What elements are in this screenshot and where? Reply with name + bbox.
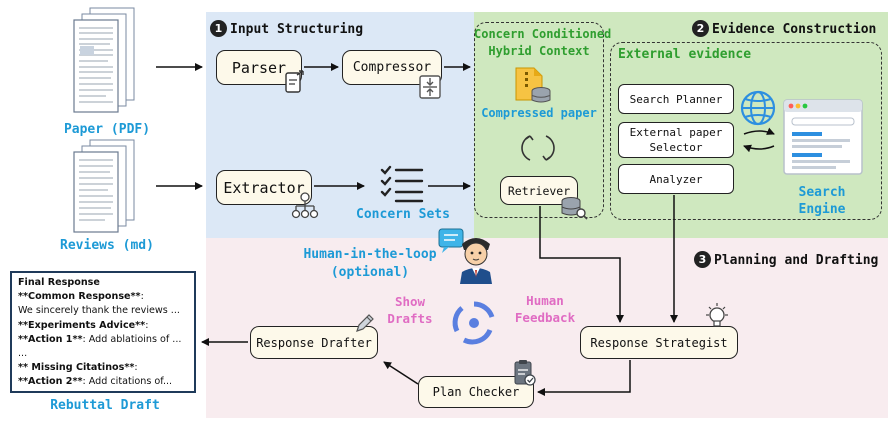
arrow-checker-to-drafter [383,361,419,385]
rebuttal-draft-label: Rebuttal Draft [50,398,160,413]
reviews-md-label: Reviews (md) [60,238,154,253]
hierarchy-icon [291,192,319,219]
clipboard-check-icon [514,360,536,386]
human-avatar-icon [438,228,492,284]
extractor-box: Extractor [216,170,312,205]
feedback-cycle-icon [452,301,495,345]
parser-box: Parser [216,50,302,85]
compressed-file-icon [515,67,551,103]
response-drafter-box: Response Drafter [250,326,378,359]
step-number-1: 1 [210,20,227,37]
pencil-icon [356,314,374,332]
final-response-line: **Action 2**: Add citations of... [18,376,173,388]
hybrid-context-title: Concern Conditioned Hybrid Context [474,27,612,58]
final-response-line: We sincerely thank the reviews ... [18,305,180,317]
final-response-line: **Experiments Advice**: [18,319,149,331]
final-response-line: **Common Response**: [18,291,144,303]
final-response-title: Final Response [18,277,100,288]
analyzer-box: Analyzer [618,164,734,194]
arrow-retriever-to-strategist [539,206,624,323]
external-evidence-container [610,42,882,220]
show-drafts-label: Show Drafts [387,294,433,326]
cycle-arrows-icon [521,135,555,161]
step-number-2: 2 [692,20,709,37]
arrow-engine-to-selector [743,144,775,153]
external-paper-selector-box: External paper Selector [618,122,734,158]
response-strategist-box: Response Strategist [580,326,738,359]
hybrid-context-container [474,22,604,218]
database-search-icon [561,197,588,220]
final-response-line: ** Missing Citatinos**: [18,362,138,374]
parser-document-icon [285,70,304,93]
retriever-box: Retriever [500,176,578,205]
concern-sets-label: Concern Sets [356,207,450,222]
search-engine-label: Search Engine [798,185,846,217]
search-planner-box: Search Planner [618,84,734,114]
globe-icon [740,90,776,126]
compressor-box: Compressor [342,50,442,85]
final-response-document: Final Response **Common Response**: We s… [10,271,196,393]
human-feedback-label: Human Feedback [514,293,576,325]
final-response-line: **Action 1**: Add ablatioins of ... [18,333,182,345]
paper-pdf-label: Paper (PDF) [63,122,151,137]
checklist-icon [380,165,424,203]
compress-icon [419,75,441,99]
final-response-line: ... [18,348,28,360]
search-engine-window-icon [783,99,863,175]
external-evidence-title: External evidence [618,47,752,62]
arrow-strategist-to-checker [537,360,631,396]
step-number-3: 3 [694,251,711,268]
human-in-the-loop-label: Human-in-the-loop (optional) [303,247,437,280]
arrow-selector-to-engine [743,127,775,135]
compressed-paper-label: Compressed paper [481,106,597,120]
reviews-document-icon [73,139,135,233]
paper-document-icon [73,7,135,113]
lightbulb-icon [706,303,728,327]
